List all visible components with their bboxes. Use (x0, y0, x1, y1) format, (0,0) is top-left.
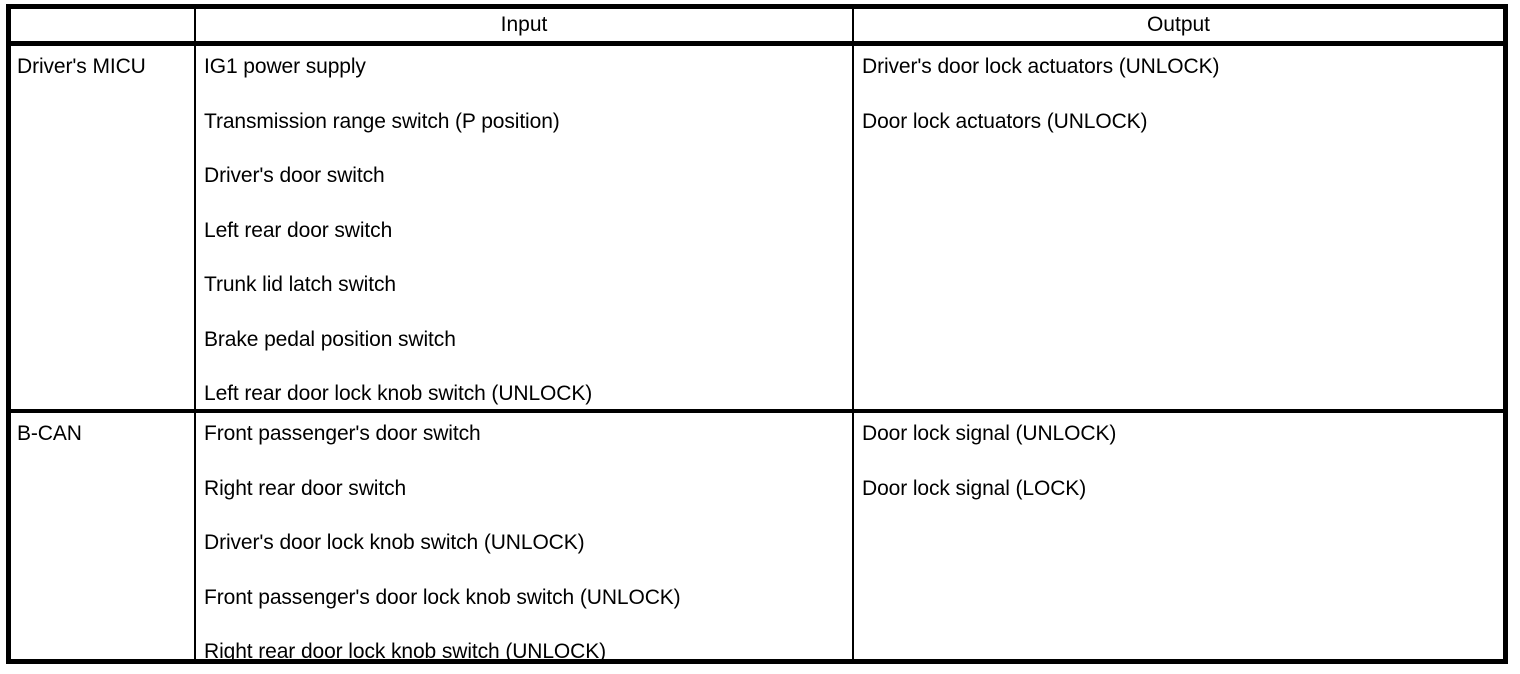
input-list-0: IG1 power supply Transmission range swit… (204, 46, 852, 409)
list-item: Left rear door switch (204, 218, 393, 242)
output-cell-0: Driver's door lock actuators (UNLOCK) Do… (854, 46, 1503, 409)
header-cell-blank (11, 9, 194, 41)
input-cell-0: IG1 power supply Transmission range swit… (196, 46, 852, 409)
io-table: Input Output Driver's MICU IG1 power sup… (6, 4, 1508, 664)
list-item: Door lock signal (LOCK) (862, 476, 1087, 500)
list-item: Door lock signal (UNLOCK) (862, 422, 1117, 445)
list-item: Front passenger's door switch (204, 422, 481, 445)
list-item: Driver's door lock actuators (UNLOCK) (862, 55, 1220, 78)
header-body-divider (11, 41, 1503, 46)
list-item: Driver's door switch (204, 164, 385, 187)
list-item: Brake pedal position switch (204, 327, 456, 351)
input-list-1: Front passenger's door switch Right rear… (204, 413, 852, 659)
list-item: Door lock actuators (UNLOCK) (862, 109, 1148, 133)
input-cell-1: Front passenger's door switch Right rear… (196, 413, 852, 659)
output-cell-1: Door lock signal (UNLOCK) Door lock sign… (854, 413, 1503, 659)
row-label-cell-0: Driver's MICU (11, 46, 194, 409)
output-list-0: Driver's door lock actuators (UNLOCK) Do… (862, 46, 1503, 155)
list-item: Right rear door lock knob switch (UNLOCK… (204, 640, 607, 659)
list-item: Left rear door lock knob switch (UNLOCK) (204, 382, 593, 405)
column-divider-input-output (852, 9, 854, 659)
row-label-b-can: B-CAN (17, 422, 82, 445)
table-row-drivers-micu: Driver's MICU IG1 power supply Transmiss… (11, 46, 1503, 409)
row-label-drivers-micu: Driver's MICU (17, 55, 146, 78)
list-item: Trunk lid latch switch (204, 273, 396, 296)
list-item: Front passenger's door lock knob switch … (204, 585, 681, 609)
table-header-row: Input Output (11, 9, 1503, 41)
table-row-b-can: B-CAN Front passenger's door switch Righ… (11, 413, 1503, 660)
list-item: Transmission range switch (P position) (204, 109, 560, 133)
row-label-cell-1: B-CAN (11, 413, 194, 659)
column-divider-label-input (194, 9, 196, 659)
header-cell-output: Output (1146, 13, 1211, 36)
header-cell-input: Input (500, 13, 548, 36)
list-item: IG1 power supply (204, 55, 366, 78)
section-divider (11, 409, 1503, 413)
list-item: Driver's door lock knob switch (UNLOCK) (204, 531, 585, 554)
list-item: Right rear door switch (204, 476, 407, 500)
output-list-1: Door lock signal (UNLOCK) Door lock sign… (862, 413, 1503, 522)
